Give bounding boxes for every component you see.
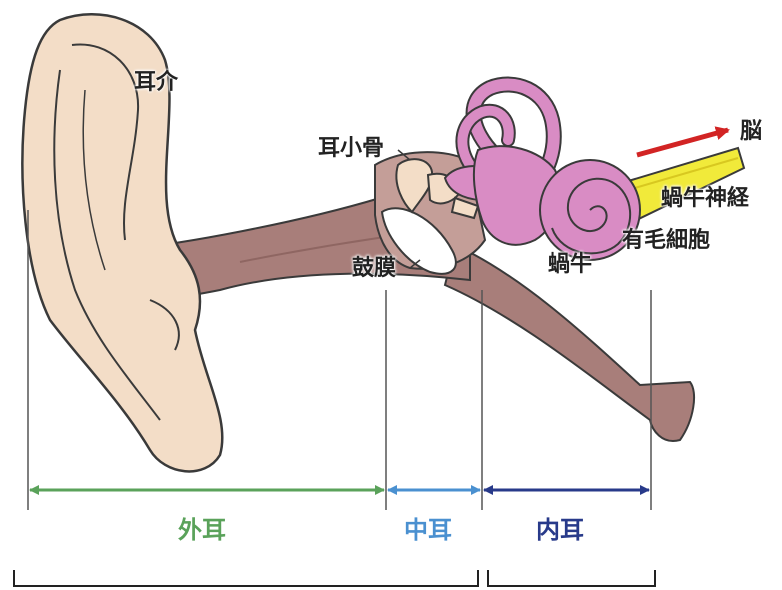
bracket-right — [488, 570, 655, 586]
label-cochlear-nerve: 蝸牛神経 — [661, 188, 749, 210]
brain-arrow — [637, 130, 728, 155]
bracket-left — [14, 570, 478, 586]
label-hair-cells: 有毛細胞 — [622, 230, 710, 252]
label-ossicles: 耳小骨 — [318, 138, 384, 160]
label-middle-ear: 中耳 — [404, 518, 452, 542]
label-eardrum: 鼓膜 — [352, 258, 396, 280]
label-brain: 脳 — [740, 121, 762, 143]
label-inner-ear: 内耳 — [536, 518, 584, 542]
label-pinna: 耳介 — [134, 72, 178, 94]
label-cochlea: 蝸牛 — [548, 254, 592, 276]
label-outer-ear: 外耳 — [178, 518, 226, 542]
